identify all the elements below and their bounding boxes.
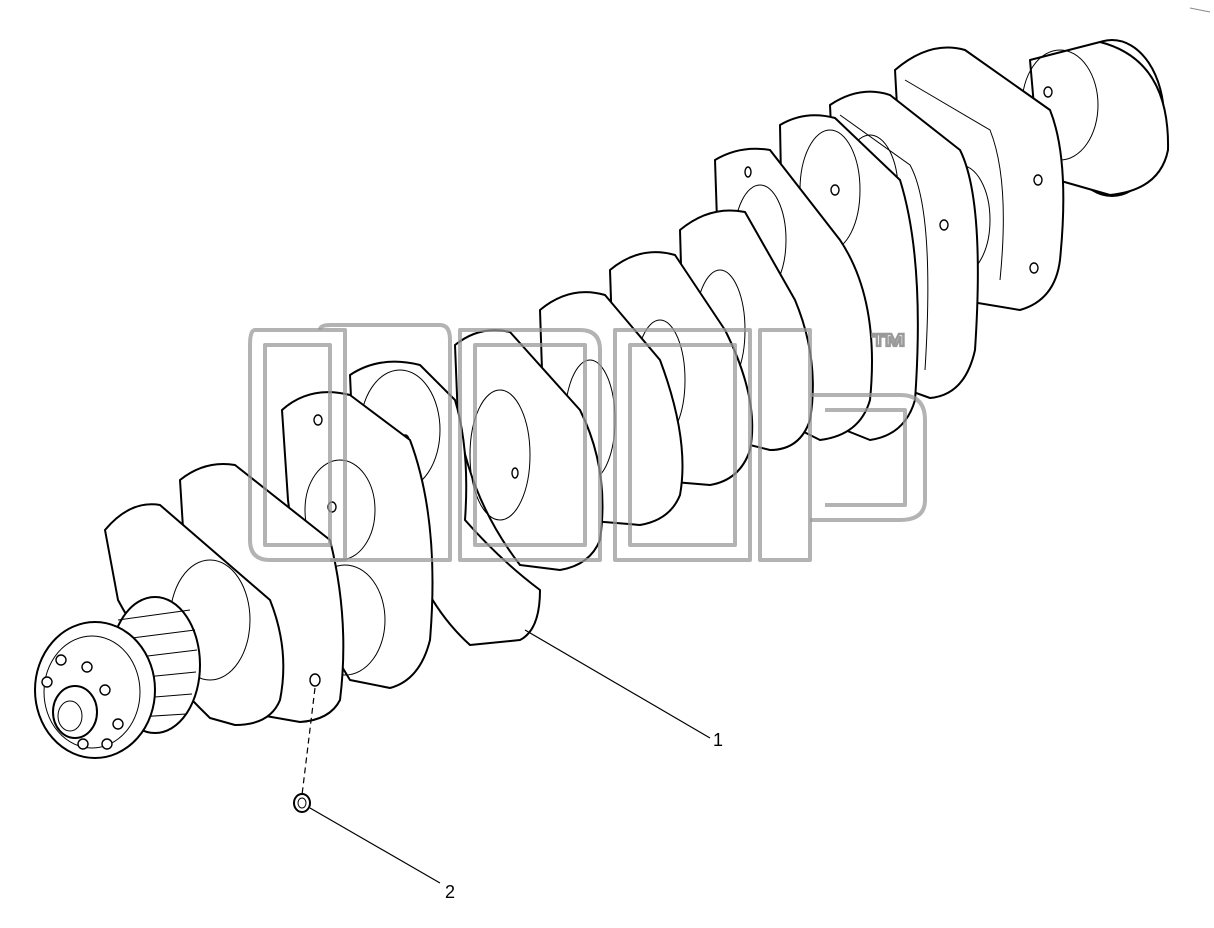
callout-leader-2 (309, 807, 441, 884)
plug (293, 687, 316, 813)
crankshaft (34, 39, 1170, 759)
callout-label-1: 1 (713, 730, 723, 750)
front-hub (34, 621, 156, 759)
rear-flange (1021, 39, 1170, 197)
callout-leader-1 (524, 629, 711, 739)
watermark-logo: ™ (248, 323, 927, 562)
corner-reference-mark (1189, 7, 1211, 13)
counterweight-front (104, 463, 345, 726)
callout-label-2: 2 (445, 882, 455, 902)
watermark-trademark: ™ (870, 327, 908, 369)
